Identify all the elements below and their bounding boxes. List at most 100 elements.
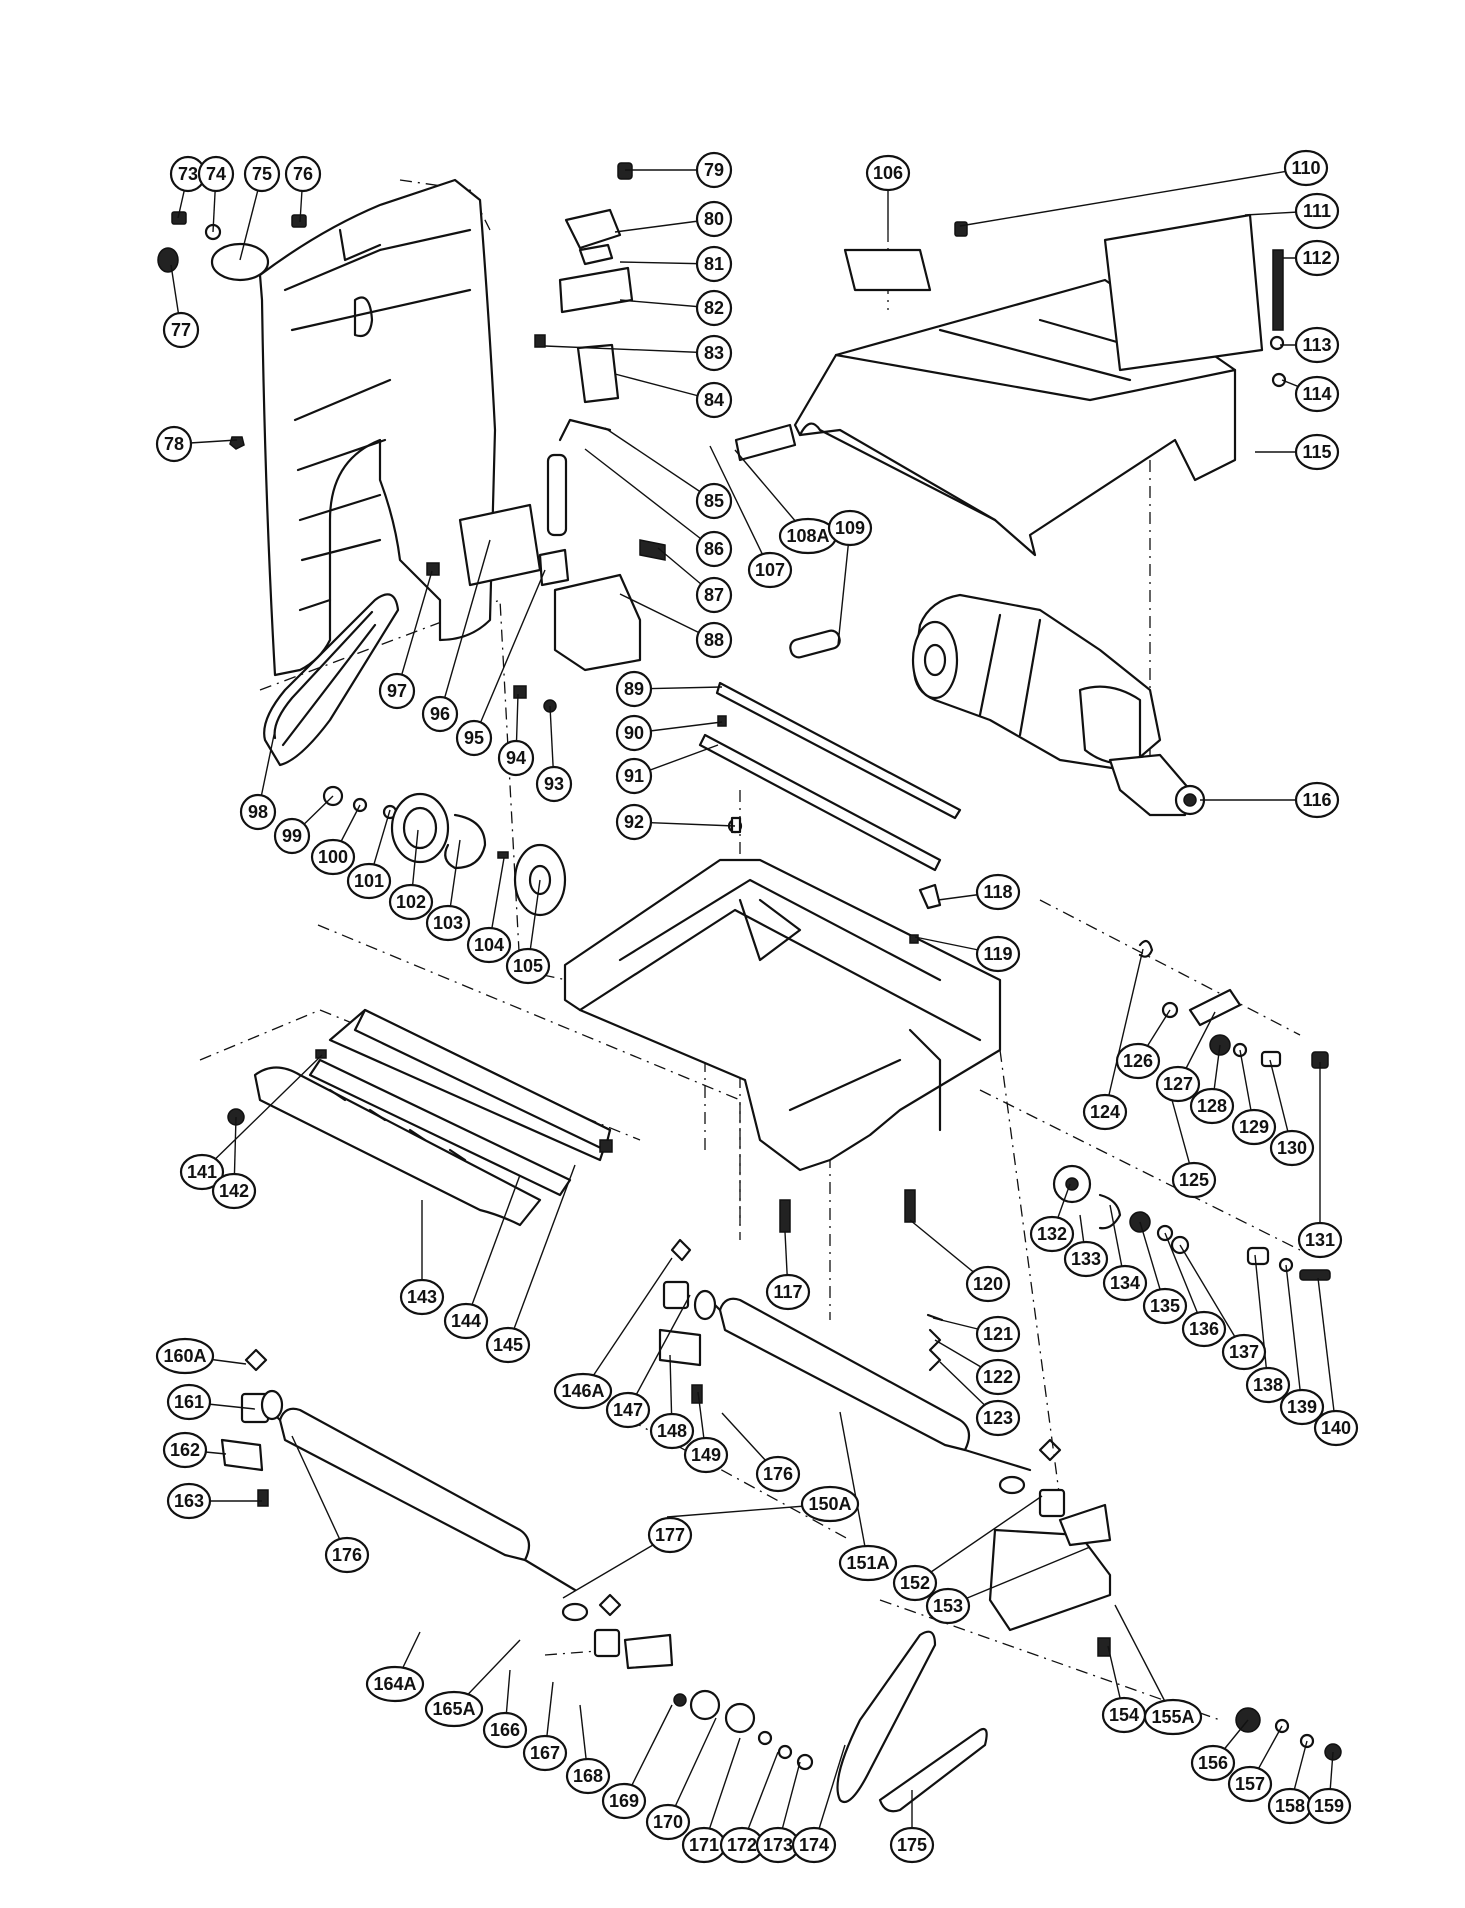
callout-104: 104 (466, 926, 512, 964)
leader-line-124 (1104, 948, 1144, 1113)
callout-74: 74 (197, 155, 235, 193)
callout-94: 94 (497, 739, 535, 777)
leader-line-110 (959, 167, 1307, 227)
callout-label: 73 (178, 164, 198, 184)
lower-feed-roller (220, 1348, 674, 1670)
callout-label: 87 (704, 585, 724, 605)
callout-label: 78 (164, 434, 184, 454)
leader-line-97 (396, 570, 433, 692)
callout-133: 133 (1063, 1240, 1109, 1278)
callout-label: 135 (1150, 1296, 1180, 1316)
callout-label: 85 (704, 491, 724, 511)
callout-136: 136 (1181, 1310, 1227, 1348)
callout-84: 84 (695, 381, 733, 419)
callout-160A: 160A (155, 1337, 215, 1375)
callout-label: 105 (513, 956, 543, 976)
callout-label: 97 (387, 681, 407, 701)
callout-label: 100 (318, 847, 348, 867)
callout-153: 153 (925, 1587, 971, 1625)
callout-label: 164A (373, 1674, 416, 1694)
callout-label: 154 (1109, 1705, 1139, 1725)
callout-label: 104 (474, 935, 504, 955)
callout-161: 161 (166, 1383, 212, 1421)
callout-label: 110 (1291, 158, 1320, 178)
callout-134: 134 (1102, 1264, 1148, 1302)
callout-143: 143 (399, 1278, 445, 1316)
callout-125: 125 (1171, 1161, 1217, 1199)
leader-line-176 (291, 1435, 348, 1556)
callout-label: 175 (897, 1835, 927, 1855)
callout-107: 107 (747, 551, 793, 589)
callout-99: 99 (273, 817, 311, 855)
callout-label: 121 (983, 1324, 1013, 1344)
callout-122: 122 (975, 1358, 1021, 1396)
leader-line-145 (507, 1164, 576, 1346)
callout-115: 115 (1294, 433, 1340, 471)
callout-174: 174 (791, 1826, 837, 1864)
callout-label: 112 (1302, 248, 1331, 268)
leader-line-137 (1179, 1244, 1245, 1353)
callout-label: 123 (983, 1408, 1013, 1428)
callout-172: 172 (719, 1826, 765, 1864)
callout-label: 90 (624, 723, 644, 743)
callout-75: 75 (243, 155, 281, 193)
leader-line-146A (582, 1257, 673, 1392)
callout-label: 88 (704, 630, 724, 650)
callout-87: 87 (695, 576, 733, 614)
callout-label: 122 (983, 1367, 1013, 1387)
callout-147: 147 (605, 1391, 651, 1429)
callout-label: 174 (799, 1835, 829, 1855)
leader-line-144 (465, 1174, 521, 1322)
leader-line-171 (703, 1737, 741, 1846)
callout-label: 176 (332, 1545, 362, 1565)
callout-label: 157 (1235, 1774, 1265, 1794)
callout-label: 95 (464, 728, 484, 748)
callout-77: 77 (162, 311, 200, 349)
callout-label: 127 (1163, 1074, 1193, 1094)
cutter-head (227, 1008, 613, 1227)
leader-line-151A (839, 1411, 869, 1564)
callout-label: 114 (1302, 384, 1331, 404)
guide-plates (698, 681, 962, 872)
callout-103: 103 (425, 904, 471, 942)
callout-label: 74 (206, 164, 226, 184)
callout-97: 97 (378, 672, 416, 710)
leader-line-83 (544, 345, 715, 354)
callout-label: 150A (808, 1494, 851, 1514)
callout-150A: 150A (800, 1485, 860, 1523)
callout-label: 93 (544, 774, 564, 794)
callout-label: 173 (763, 1835, 793, 1855)
callout-label: 160A (163, 1346, 206, 1366)
callout-166: 166 (482, 1711, 528, 1749)
callout-label: 103 (433, 913, 463, 933)
callout-144: 144 (443, 1302, 489, 1340)
callout-label: 138 (1253, 1375, 1283, 1395)
leader-line-109 (837, 527, 851, 646)
callout-86: 86 (695, 530, 733, 568)
callout-label: 125 (1179, 1170, 1209, 1190)
callout-label: 172 (727, 1835, 757, 1855)
leader-line-85 (604, 427, 715, 502)
top-cover (734, 213, 1287, 557)
callout-label: 136 (1189, 1319, 1219, 1339)
callout-142: 142 (211, 1172, 257, 1210)
callout-105: 105 (505, 947, 551, 985)
callout-111: 111 (1294, 192, 1340, 230)
leader-line-140 (1317, 1277, 1337, 1429)
callout-155A: 155A (1143, 1698, 1203, 1736)
callout-label: 119 (983, 944, 1012, 964)
callout-label: 171 (689, 1835, 719, 1855)
callout-177: 177 (647, 1516, 693, 1554)
callout-139: 139 (1279, 1388, 1325, 1426)
callout-label: 129 (1239, 1117, 1269, 1137)
callout-123: 123 (975, 1399, 1021, 1437)
callout-83: 83 (695, 334, 733, 372)
callout-label: 133 (1071, 1249, 1101, 1269)
callout-label: 176 (763, 1464, 793, 1484)
callout-148: 148 (649, 1412, 695, 1450)
callout-label: 96 (430, 704, 450, 724)
callout-label: 147 (613, 1400, 643, 1420)
callout-162: 162 (162, 1431, 208, 1469)
callout-label: 177 (655, 1525, 685, 1545)
